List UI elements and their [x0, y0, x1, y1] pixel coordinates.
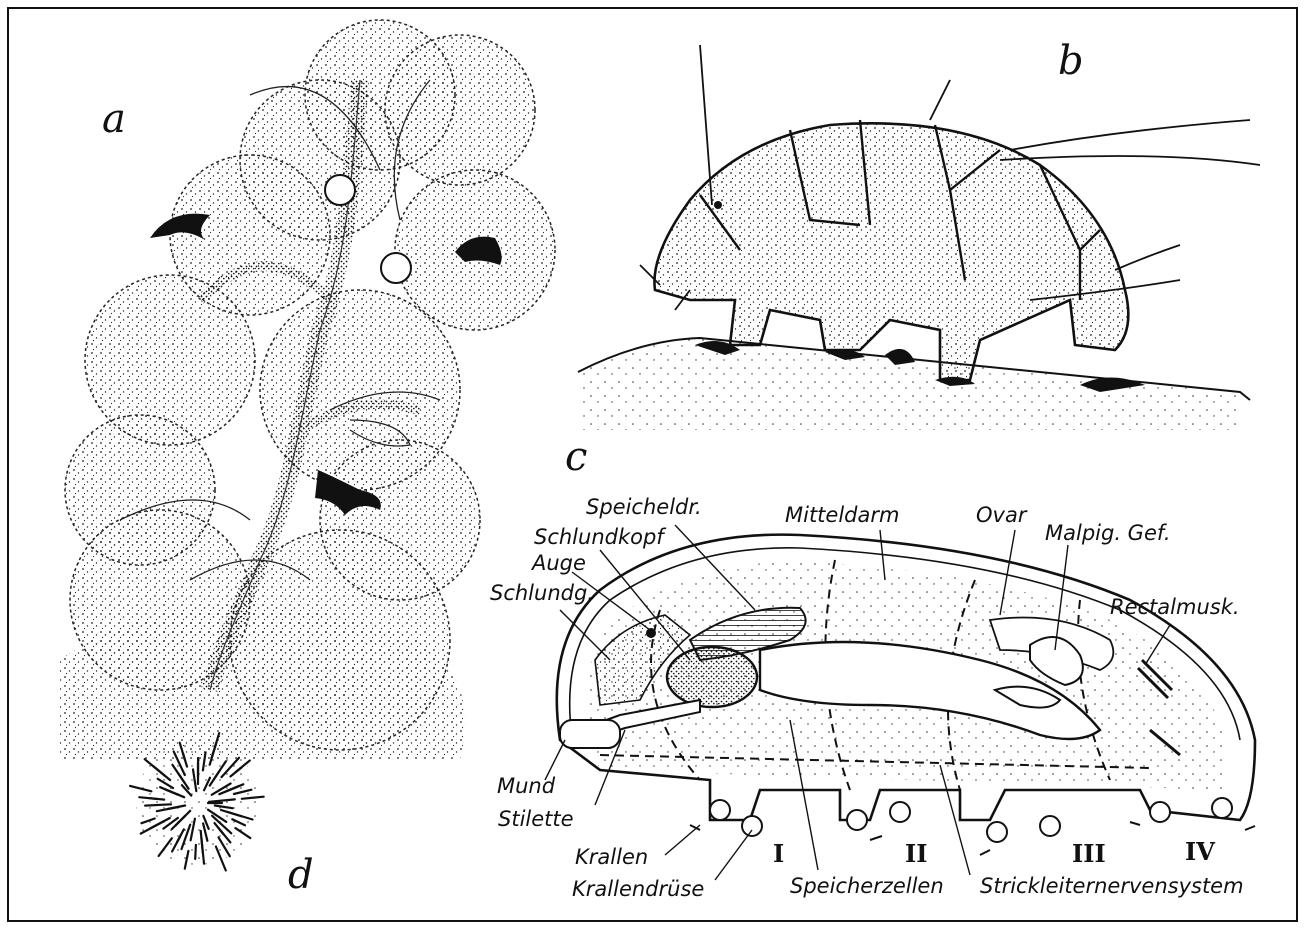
label-malpighi: Malpig. Gef.: [1045, 521, 1171, 545]
label-mitteldarm: Mitteldarm: [785, 503, 899, 527]
label-rectalmuskel: Rectalmusk.: [1110, 595, 1240, 619]
egg-spike: [195, 845, 196, 859]
leg-number-1: I: [773, 839, 784, 868]
label-krallen: Krallen: [575, 845, 648, 869]
air-bubble: [325, 175, 355, 205]
eye-spot: [646, 628, 656, 638]
air-bubble: [381, 253, 411, 283]
panel-label-b: b: [1058, 38, 1084, 84]
label-speicherzellen: Speicherzellen: [790, 874, 944, 898]
label-schlundkopf: Schlundkopf: [534, 525, 667, 549]
leg-number-3: III: [1072, 839, 1106, 868]
label-schlundganglion: Schlundg.: [490, 581, 594, 605]
leg-number-4: IV: [1185, 837, 1215, 866]
label-mund: Mund: [497, 774, 556, 798]
panel-label-d: d: [288, 852, 314, 898]
label-auge: Auge: [530, 551, 586, 575]
leg-number-2: II: [905, 839, 927, 868]
label-strickleiternervensystem: Strickleiternervensystem: [980, 874, 1244, 898]
label-krallendruse: Krallendrüse: [572, 877, 704, 901]
panel-label-c: c: [565, 434, 587, 480]
egg-spike: [145, 804, 171, 805]
label-ovar: Ovar: [976, 503, 1028, 527]
label-speicheldruse: Speicheldr.: [586, 495, 702, 519]
panel-label-a: a: [102, 96, 126, 142]
label-stilette: Stilette: [498, 807, 574, 831]
